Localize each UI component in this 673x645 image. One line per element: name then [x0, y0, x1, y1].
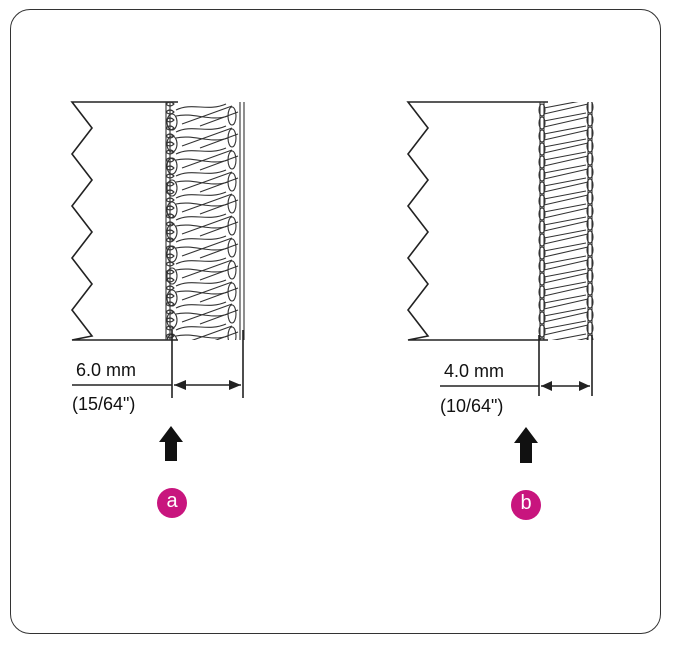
up-arrow-icon: [159, 426, 183, 461]
overlock-stitch-b: [538, 102, 594, 340]
dimension-arrows-b: [541, 381, 590, 391]
fabric-piece-a: [70, 101, 178, 341]
figure-frame: [10, 9, 661, 634]
overlock-stitch-a: [165, 102, 245, 340]
up-arrow-icon: [514, 427, 538, 463]
dimension-arrows-a: [174, 380, 241, 390]
badge-a: a: [157, 488, 187, 518]
fabric-piece-b: [406, 101, 548, 341]
badge-b: b: [511, 490, 541, 520]
width-imperial-a: (15/64"): [72, 394, 136, 414]
width-metric-b: 4.0 mm: [444, 361, 505, 381]
width-metric-a: 6.0 mm: [76, 360, 137, 380]
width-imperial-b: (10/64"): [440, 396, 504, 416]
